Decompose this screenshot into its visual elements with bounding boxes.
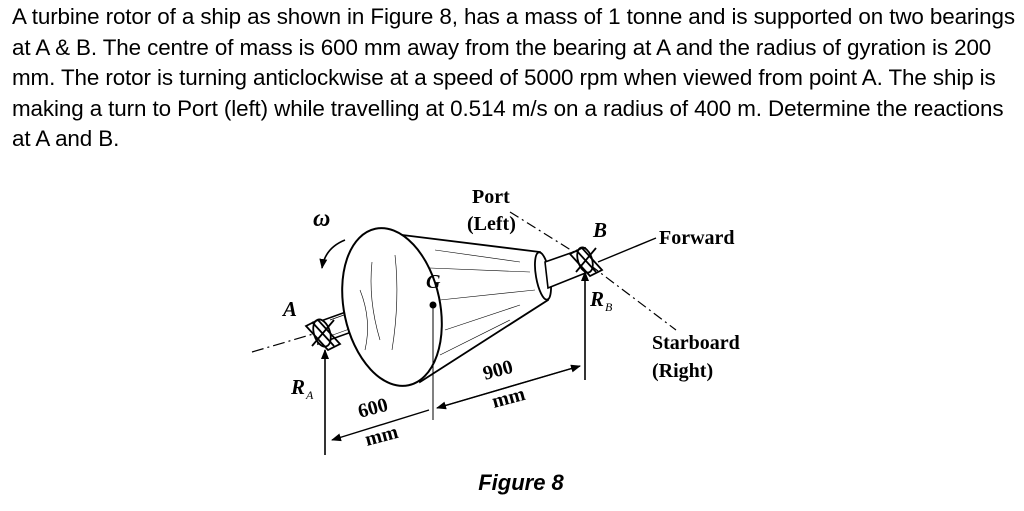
rotor-axis-line [251,331,321,353]
forward-label: Forward [659,227,735,249]
rotor-body [341,227,552,387]
reaction-b-subscript: B [605,300,613,314]
port-direction-line [509,211,591,263]
reaction-b-label: R [589,287,604,311]
bearing-b-label: B [592,218,607,242]
bearing-a-label: A [281,297,297,321]
bearing-b [568,246,604,278]
port-label: Port [472,186,510,208]
omega-rotation-arrow [319,239,346,269]
reaction-a-subscript: A [305,388,314,402]
figure-caption: Figure 8 [0,470,1024,496]
starboard-direction-line [589,264,677,331]
dimension-900-value: 900 [481,356,516,385]
dimension-600-value: 600 [356,394,391,423]
dimension-900-unit: mm [490,383,528,413]
centre-of-mass-dot [429,301,437,309]
bearing-a [304,318,342,352]
centre-of-mass-label: G [426,271,441,293]
starboard-label: Starboard [652,332,740,354]
starboard-sub-label: (Right) [652,360,713,382]
reaction-a-label: R [290,375,305,399]
dimension-line-600 [331,409,430,442]
port-sub-label: (Left) [467,213,516,235]
omega-label: ω [313,206,330,232]
figure-caption-text: Figure 8 [478,470,564,495]
problem-statement: A turbine rotor of a ship as shown in Fi… [12,4,1015,151]
forward-direction-line [597,237,657,263]
dimension-600-unit: mm [363,421,401,451]
dimension-line-900-back [436,365,581,410]
